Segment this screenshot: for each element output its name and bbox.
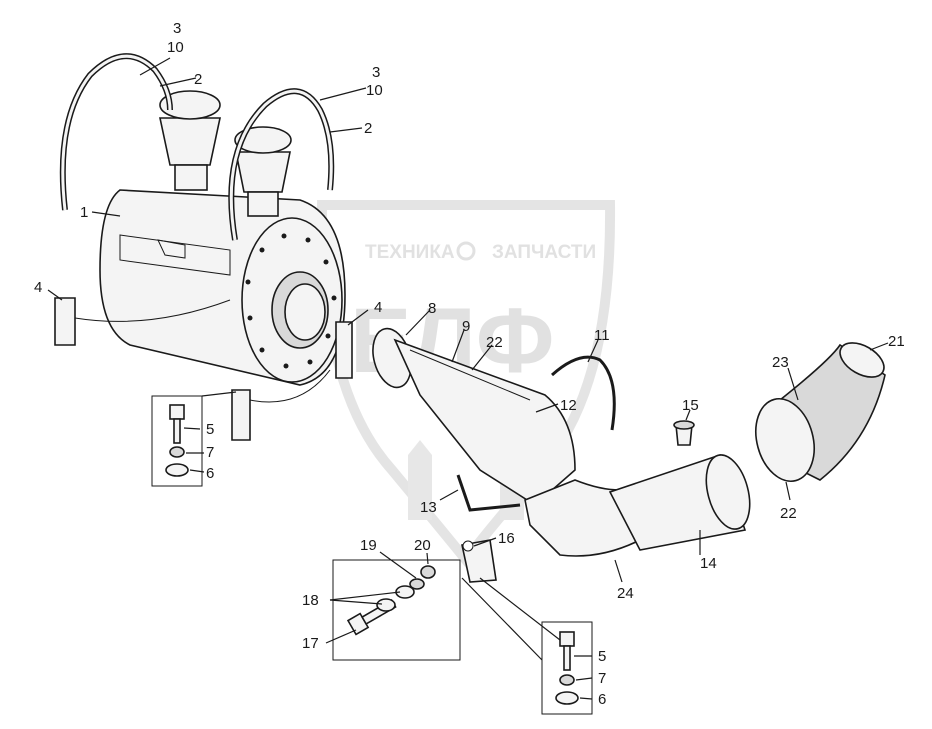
callout-5a: 5 [206,421,214,438]
callout-24: 24 [617,585,634,602]
bracket-left [54,297,231,346]
callout-15: 15 [682,397,699,414]
callout-22a: 22 [486,334,503,351]
strap-left [59,53,173,211]
nut-20 [420,565,436,579]
fastener-box-middle [332,559,461,661]
callout-3b: 3 [372,64,380,81]
strap-right [228,88,335,241]
bolt-5-right [559,631,575,671]
washer-7-right [559,674,575,686]
callout-labels: 3 10 2 3 10 2 1 4 4 8 9 22 11 12 21 23 2… [34,20,905,708]
callout-6a: 6 [206,465,214,482]
callout-8: 8 [428,300,436,317]
callout-13: 13 [420,499,437,516]
callout-3a: 3 [173,20,181,37]
callout-2b: 2 [364,120,372,137]
watermark-left-text: ТЕХНИКА [365,242,455,263]
callout-6b: 6 [598,691,606,708]
intake-cap-left [159,90,221,191]
callout-1: 1 [80,204,88,221]
washer-6-left [165,463,189,477]
callout-7b: 7 [598,670,606,687]
pipe-14 [608,453,751,551]
callout-2a: 2 [194,71,202,88]
intake-cap-right [234,126,292,217]
washer-19 [409,578,425,590]
callout-22b: 22 [780,505,797,522]
callout-21: 21 [888,333,905,350]
support-16 [461,539,497,583]
bracket-13 [456,474,521,512]
callout-4b: 4 [374,299,382,316]
washer-18a [376,598,396,612]
washer-7-left [169,446,185,458]
gear-icon [456,241,476,261]
bolt-5-left [169,404,185,444]
fastener-box-right [541,621,593,715]
hose-23 [755,342,886,483]
bracket-right [231,321,353,441]
callout-17: 17 [302,635,319,652]
callout-10b: 10 [366,82,383,99]
callout-18: 18 [302,592,319,609]
fastener-box-left [151,395,203,487]
callout-5b: 5 [598,648,606,665]
washer-6-right [555,691,579,705]
bracket-11 [551,355,616,431]
callout-20: 20 [414,537,431,554]
callout-9: 9 [462,318,470,335]
callout-4a: 4 [34,279,42,296]
callout-16: 16 [498,530,515,547]
callout-14: 14 [700,555,717,572]
plug-15 [673,420,695,446]
callout-23: 23 [772,354,789,371]
callout-10a: 10 [167,39,184,56]
leader-lines [47,57,889,700]
callout-19: 19 [360,537,377,554]
air-cleaner-housing [99,189,346,386]
callout-12: 12 [560,397,577,414]
watermark-right-text: ЗАПЧАСТИ [492,242,596,263]
callout-11: 11 [594,327,610,344]
callout-7a: 7 [206,444,214,461]
